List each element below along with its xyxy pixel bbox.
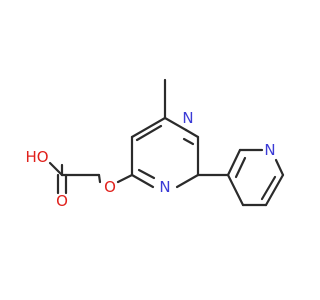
- atom-oh-group: HO: [25, 148, 48, 166]
- bond-c6-c5-inner: [135, 124, 163, 142]
- bond-n1-c2-inner: [182, 137, 195, 146]
- atom-o-carbonyl: O: [56, 192, 68, 210]
- bond-n1-c2: [184, 128, 200, 139]
- structure-canvas: N N N O O HO: [25, 78, 285, 210]
- bond-py-c6-c5-inner: [260, 175, 277, 201]
- atom-labels: N N N O O HO: [25, 109, 275, 210]
- bond-py-c6-c5: [264, 173, 285, 207]
- molecule-drawing: N N N O O HO: [25, 78, 285, 210]
- bond-c2-n3: [175, 173, 200, 189]
- bond-n3-c4: [130, 173, 155, 189]
- atom-n-ring-bottom: N: [159, 178, 170, 196]
- bond-n3-c4-inner: [137, 168, 156, 180]
- bond-c6-c5: [130, 116, 167, 139]
- atom-n-pyridine: N: [264, 141, 275, 159]
- bond-c4-o: [116, 173, 134, 184]
- bond-py-c3-c2-inner: [234, 156, 247, 179]
- bonds: [48, 78, 285, 207]
- bond-py-n-c6: [274, 158, 285, 177]
- bond-py-c3-c2: [226, 148, 242, 177]
- bond-c6-n1: [163, 116, 188, 132]
- atom-n-ring-top: N: [182, 109, 193, 127]
- bond-py-c4-c3: [226, 173, 245, 207]
- bond-o-ch2: [97, 173, 102, 184]
- bond-c-oh-diag: [48, 161, 64, 177]
- atom-o-ether: O: [104, 178, 116, 196]
